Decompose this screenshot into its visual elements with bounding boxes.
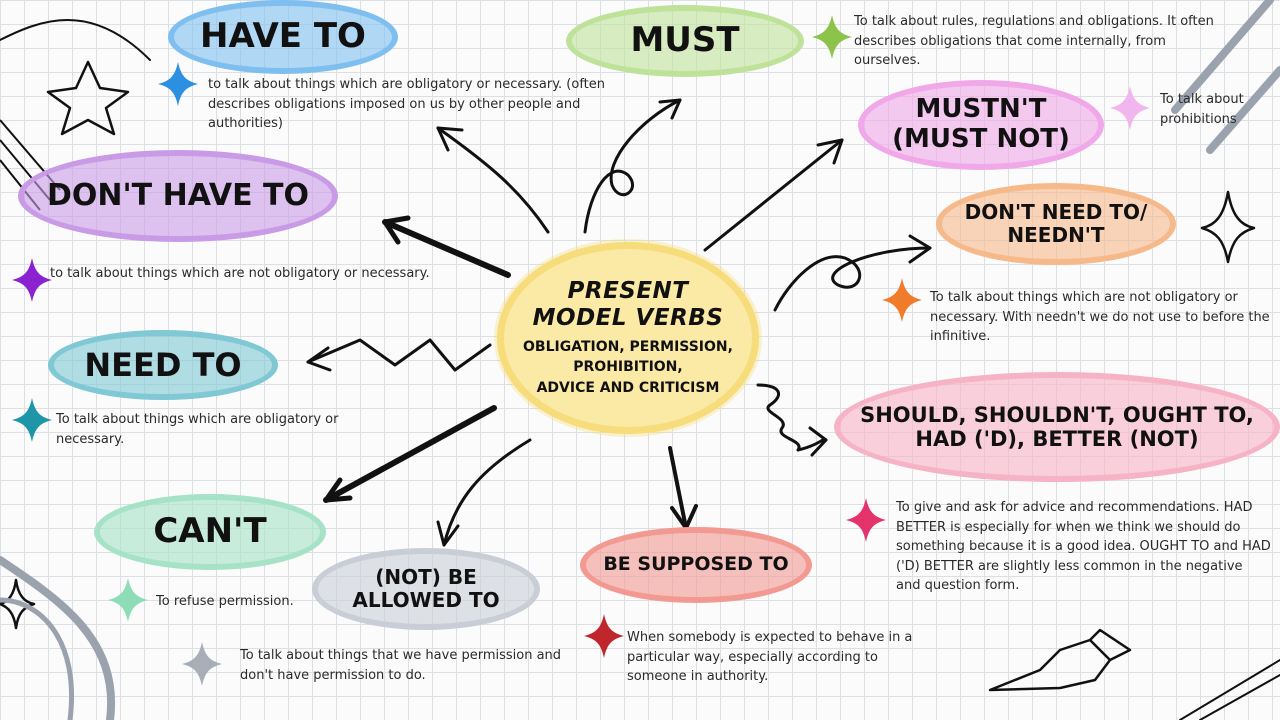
central-subtitle-line3: ADVICE AND CRITICISM xyxy=(536,379,720,396)
doodle-grey-circle xyxy=(0,556,116,720)
arrow-should xyxy=(756,383,828,452)
sparkle-icon xyxy=(1110,86,1150,130)
desc-should: To give and ask for advice and recommend… xyxy=(896,500,1271,593)
sparkle-icon xyxy=(158,62,198,106)
node-have-to: HAVE TO xyxy=(168,0,398,74)
node-cant-label: CAN'T xyxy=(153,511,267,552)
desc-need-to: To talk about things which are obligator… xyxy=(56,412,339,447)
arrow-dont-need-to xyxy=(773,246,932,312)
node-cant: CAN'T xyxy=(94,494,326,570)
doodle-grey-line xyxy=(1171,0,1274,114)
arrow-dont-have-to xyxy=(382,219,511,278)
arrow-cant xyxy=(323,405,497,503)
desc-cant: To refuse permission. xyxy=(156,594,294,609)
central-subtitle-line1: OBLIGATION, PERMISSION, xyxy=(523,338,733,355)
doodle-hand xyxy=(988,628,1132,692)
node-must: MUST xyxy=(566,5,804,77)
arrow-need-to xyxy=(306,338,492,372)
doodle-curve xyxy=(0,19,151,61)
node-need-to: NEED TO xyxy=(48,330,278,400)
doodle-star xyxy=(46,60,130,136)
desc-mustnt: To talk about prohibitions xyxy=(1160,92,1244,127)
node-not-allowed: (NOT) BE ALLOWED TO xyxy=(312,548,540,630)
desc-dont-have-to: to talk about things which are not oblig… xyxy=(50,266,430,281)
node-have-to-label: HAVE TO xyxy=(200,16,366,57)
sparkle-icon xyxy=(12,258,52,302)
node-dont-need-to-line2: NEEDN'T xyxy=(1007,223,1105,247)
central-subtitle-line2: PROHIBITION, xyxy=(573,359,683,376)
node-dont-need-to: DON'T NEED TO/ NEEDN'T xyxy=(936,183,1176,265)
node-should: SHOULD, SHOULDN'T, OUGHT TO, HAD ('D), B… xyxy=(834,372,1280,482)
sparkle-icon xyxy=(108,578,148,622)
node-should-line2: HAD ('D), BETTER (NOT) xyxy=(915,427,1199,451)
node-need-to-label: NEED TO xyxy=(84,345,242,384)
node-mustnt: MUSTN'T (MUST NOT) xyxy=(858,80,1104,170)
central-title-line2: MODEL VERBS xyxy=(532,304,724,331)
node-dont-have-to-label: DON'T HAVE TO xyxy=(46,177,310,213)
node-not-allowed-line1: (NOT) BE xyxy=(375,565,477,589)
desc-supposed: When somebody is expected to behave in a… xyxy=(627,630,913,684)
sparkle-icon xyxy=(846,498,886,542)
sparkle-icon xyxy=(182,642,222,686)
node-dont-need-to-line1: DON'T NEED TO/ xyxy=(964,200,1148,224)
sparkle-icon xyxy=(12,398,52,442)
node-mustnt-line1: MUSTN'T xyxy=(915,94,1047,125)
node-must-label: MUST xyxy=(630,20,740,61)
desc-have-to: to talk about things which are obligator… xyxy=(208,77,606,131)
node-supposed: BE SUPPOSED TO xyxy=(580,527,812,603)
node-mustnt-line2: (MUST NOT) xyxy=(892,124,1070,154)
arrow-have-to xyxy=(436,126,550,234)
arrow-supposed xyxy=(668,446,688,530)
node-supposed-label: BE SUPPOSED TO xyxy=(603,553,789,576)
doodle-diamond-right xyxy=(1200,190,1256,264)
central-title-line1: PRESENT xyxy=(567,278,689,305)
sparkle-icon xyxy=(812,15,852,59)
desc-dont-need-to: To talk about things which are not oblig… xyxy=(930,290,1270,344)
arrow-must xyxy=(583,98,682,234)
sparkle-icon xyxy=(882,278,922,322)
node-dont-have-to: DON'T HAVE TO xyxy=(18,150,338,242)
desc-must: To talk about rules, regulations and obl… xyxy=(854,14,1214,68)
arrow-mustnt xyxy=(703,138,844,252)
node-should-line1: SHOULD, SHOULDN'T, OUGHT TO, xyxy=(860,402,1254,427)
desc-not-allowed: To talk about things that we have permis… xyxy=(240,648,562,683)
sparkle-icon xyxy=(584,614,624,658)
node-not-allowed-line2: ALLOWED TO xyxy=(352,588,500,612)
arrow-not-allowed xyxy=(442,438,532,547)
central-topic: PRESENT MODEL VERBS OBLIGATION, PERMISSI… xyxy=(497,242,759,434)
